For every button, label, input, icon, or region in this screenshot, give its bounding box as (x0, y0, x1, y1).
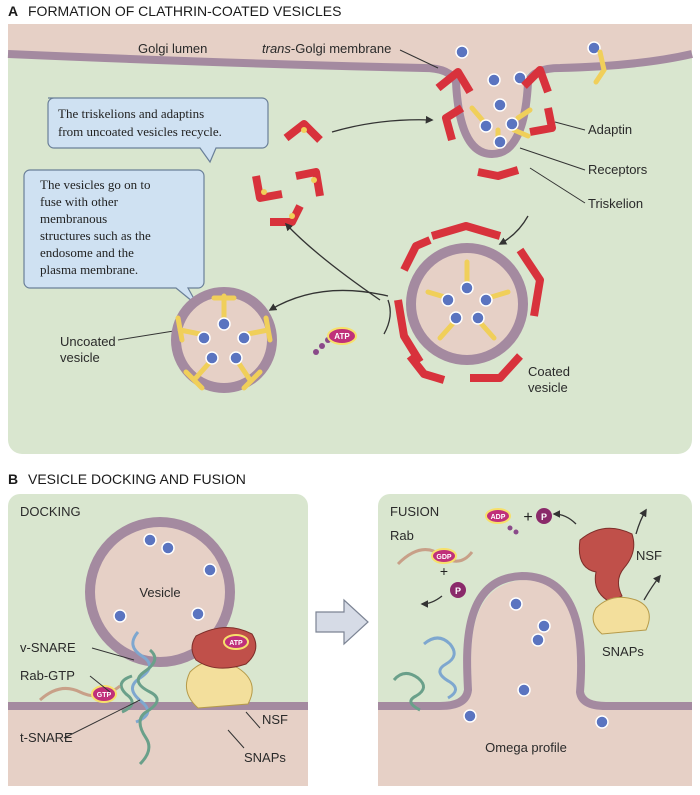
callout-fuse-line6: plasma membrane. (40, 262, 138, 277)
fusion-p-1: P (455, 586, 461, 596)
adp-label: ADP (491, 514, 506, 521)
rab-gtp-label: Rab-GTP (20, 668, 75, 683)
vesicle-label: Vesicle (139, 585, 180, 600)
fusion-panel: GDP + P ADP + P (378, 494, 692, 786)
coated-vesicle-label-2: vesicle (528, 380, 568, 395)
transition-arrow (315, 598, 369, 646)
uncoated-vesicle (171, 287, 277, 393)
atp-label-a: ATP (334, 332, 350, 341)
receptors-label: Receptors (588, 162, 648, 177)
docking-nsf-label: NSF (262, 712, 288, 727)
trans-golgi-label: trans-Golgi membrane (262, 41, 391, 56)
docking-panel: GTP ATP (8, 494, 308, 786)
cycle-arrows (268, 115, 529, 311)
gdp-label: GDP (436, 554, 452, 561)
coated-vesicle (394, 222, 544, 384)
fusion-plus-2: + (523, 509, 532, 526)
callout-recycle-line2: from uncoated vesicles recycle. (58, 124, 222, 139)
panel-b-title: VESICLE DOCKING AND FUSION (28, 471, 246, 487)
gtp-label: GTP (97, 692, 112, 699)
panel-a-letter: A (8, 3, 18, 19)
atp-arc (383, 299, 391, 335)
fusion-title: FUSION (390, 504, 439, 519)
fusion-p-2: P (541, 512, 547, 522)
budding-coat (435, 66, 556, 180)
docking-title: DOCKING (20, 504, 81, 519)
coated-vesicle-label-1: Coated (528, 364, 570, 379)
callout-fuse-line1: The vesicles go on to (40, 177, 150, 192)
callout-fuse-line2: fuse with other (40, 194, 119, 209)
atp-molecule: ATP (313, 327, 357, 355)
free-receptor (593, 49, 607, 85)
callout-recycle-line1: The triskelions and adaptins (58, 106, 204, 121)
panel-a-title: FORMATION OF CLATHRIN-COATED VESICLES (28, 3, 341, 19)
docking-snaps-label: SNAPs (244, 750, 286, 765)
uncoated-vesicle-label-1: Uncoated (60, 334, 116, 349)
fusion-plus-1: + (440, 563, 448, 579)
rab-label: Rab (390, 528, 414, 543)
docking-atp-label: ATP (229, 640, 243, 647)
t-snare-label: t-SNARE (20, 730, 73, 745)
v-snare-label: v-SNARE (20, 640, 76, 655)
adaptin-label: Adaptin (588, 122, 632, 137)
golgi-lumen-label: Golgi lumen (138, 41, 207, 56)
recycling-triskelions (252, 120, 324, 226)
callout-fuse: The vesicles go on to fuse with other me… (23, 169, 205, 307)
omega-profile-label: Omega profile (485, 740, 567, 755)
fusion-nsf-label: NSF (636, 548, 662, 563)
panel-b-letter: B (8, 471, 18, 487)
triskelion-label: Triskelion (588, 196, 643, 211)
callout-fuse-line3: membranous (40, 211, 107, 226)
uncoated-vesicle-label-2: vesicle (60, 350, 100, 365)
lumen-cargo (455, 41, 601, 112)
callout-recycle: The triskelions and adaptins from uncoat… (47, 97, 269, 164)
callout-fuse-line4: structures such as the (40, 228, 151, 243)
callout-fuse-line5: endosome and the (40, 245, 134, 260)
recycling-adaptin-bits (261, 127, 317, 219)
fusion-snaps-label: SNAPs (602, 644, 644, 659)
